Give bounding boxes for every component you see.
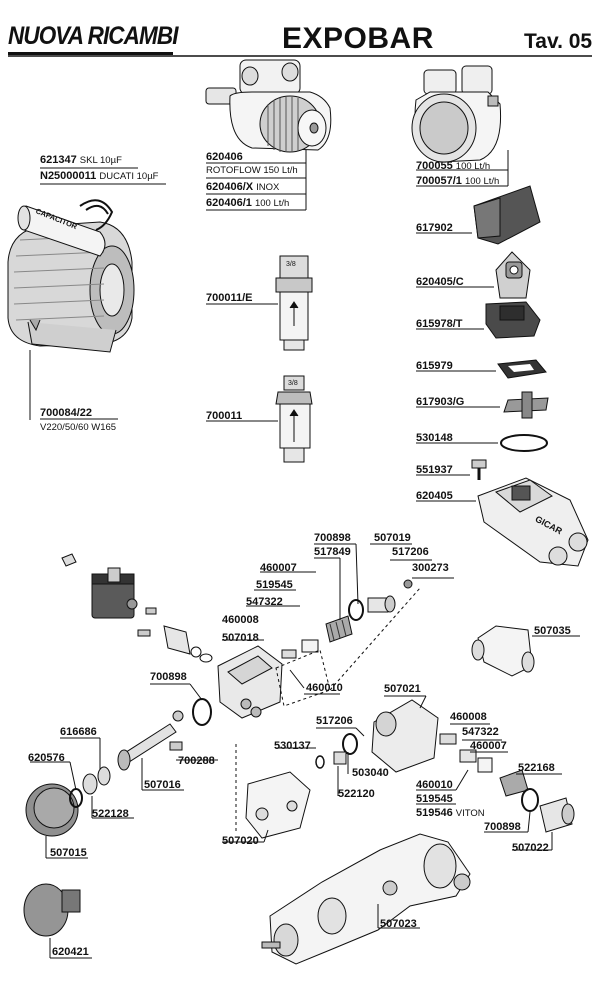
page-title: EXPOBAR (282, 22, 434, 55)
cartridge-460008-b (439, 733, 493, 773)
label-620406-desc: ROTOFLOW 150 Lt/h (206, 165, 298, 176)
label-700898-a: 700898 (314, 532, 351, 544)
label-700898-b: 700898 (150, 671, 187, 683)
pump-620406 (205, 59, 332, 153)
knob-507015 (25, 783, 79, 837)
flange-507020 (245, 771, 311, 839)
label-460010-b: 460010 (416, 779, 453, 791)
oring-700898-a (192, 698, 212, 726)
cover-617902 (473, 185, 541, 245)
nut-507022 (539, 797, 575, 833)
screw-551937 (471, 459, 487, 480)
label-503040: 503040 (352, 767, 389, 779)
pump-700055 (411, 65, 502, 163)
label-620406: 620406 (206, 151, 243, 163)
page-header: NUOVA RICAMBI EXPOBAR Tav. 05 (0, 0, 600, 60)
label-700011E: 700011/E (206, 292, 253, 304)
table-reference: Tav. 05 (524, 30, 593, 53)
thread-label-top: 3/8 (288, 380, 298, 387)
label-507018: 507018 (222, 632, 259, 644)
label-617903G: 617903/G (416, 396, 465, 408)
connector-615978T (485, 301, 541, 339)
oring-700898-top (348, 599, 364, 621)
label-621347: 621347 SKL 10µF (40, 154, 122, 166)
label-507022: 507022 (512, 842, 549, 854)
spring-547322 (281, 649, 297, 659)
oring-530148 (500, 434, 548, 452)
check-valve-700011 (275, 375, 313, 463)
valve-body-507018 (217, 645, 283, 719)
flowmeter-620405 (477, 477, 589, 567)
nipple-503040 (333, 733, 358, 765)
label-522168: 522168 (518, 762, 555, 774)
brand-logo: NUOVA RICAMBI (8, 22, 178, 50)
fitting-507035 (471, 625, 535, 677)
label-519546: 519546 VITON (416, 807, 485, 819)
label-507023: 507023 (380, 918, 417, 930)
label-507020: 507020 (222, 835, 259, 847)
label-517849: 517849 (314, 546, 351, 558)
label-547322-a: 547322 (246, 596, 283, 608)
label-551937: 551937 (416, 464, 453, 476)
label-460008-b: 460008 (450, 711, 487, 723)
label-615978T: 615978/T (416, 318, 463, 330)
label-519545-b: 519545 (416, 793, 453, 805)
label-617902: 617902 (416, 222, 453, 234)
label-519545-a: 519545 (256, 579, 293, 591)
label-616686: 616686 (60, 726, 97, 738)
label-507021: 507021 (384, 683, 421, 695)
solenoid-coil (61, 553, 157, 637)
label-517206-b: 517206 (316, 715, 353, 727)
valve-spindle-507016 (117, 710, 184, 771)
oring-700898-c (521, 788, 539, 812)
label-700288: 700288 (178, 755, 215, 767)
ball-300273 (403, 579, 413, 589)
capacitor-621347 (17, 199, 114, 257)
label-700084-22-desc: V220/50/60 W165 (40, 422, 117, 433)
knob-620421 (23, 883, 81, 937)
label-507035: 507035 (534, 625, 571, 637)
label-507016: 507016 (144, 779, 181, 791)
label-507019: 507019 (374, 532, 411, 544)
label-620405: 620405 (416, 490, 453, 502)
label-700898-c: 700898 (484, 821, 521, 833)
label-460010-a: 460010 (306, 682, 343, 694)
label-620406-1: 620406/1 100 Lt/h (206, 197, 290, 209)
label-620576: 620576 (28, 752, 65, 764)
label-522128: 522128 (92, 808, 129, 820)
nut-522128 (82, 766, 111, 795)
valve-armature (163, 625, 213, 663)
sensor-620405C (495, 251, 531, 299)
label-620405C: 620405/C (416, 276, 464, 288)
label-620421: 620421 (52, 946, 89, 958)
label-700084-22: 700084/22 (40, 407, 92, 419)
label-547322-b: 547322 (462, 726, 499, 738)
label-300273: 300273 (412, 562, 449, 574)
label-460007-a: 460007 (260, 562, 297, 574)
label-700055: 700055 100 Lt/h (416, 160, 491, 172)
group-body-507023 (261, 833, 471, 965)
nut-507019 (367, 595, 396, 613)
body-507021 (371, 699, 439, 773)
brand-underline (8, 52, 173, 55)
cartridge-460007 (301, 615, 353, 653)
oring-530137 (315, 755, 325, 769)
label-700057-1: 700057/1 100 Lt/h (416, 175, 500, 187)
label-517206-a: 517206 (392, 546, 429, 558)
label-507015: 507015 (50, 847, 87, 859)
label-460008-a: 460008 (222, 614, 259, 626)
label-700011: 700011 (206, 410, 243, 422)
label-460007-b: 460007 (470, 740, 507, 752)
label-620406X: 620406/X INOX (206, 181, 280, 193)
label-N25000011: N25000011 DUCATI 10µF (40, 170, 159, 182)
label-615979: 615979 (416, 360, 453, 372)
label-522120: 522120 (338, 788, 375, 800)
label-530137: 530137 (274, 740, 311, 752)
check-valve-700011E (275, 255, 313, 351)
impeller-617903G (503, 391, 549, 419)
label-530148: 530148 (416, 432, 453, 444)
gasket-615979 (497, 359, 547, 379)
thread-label-top-e: 3/8 (286, 261, 296, 268)
